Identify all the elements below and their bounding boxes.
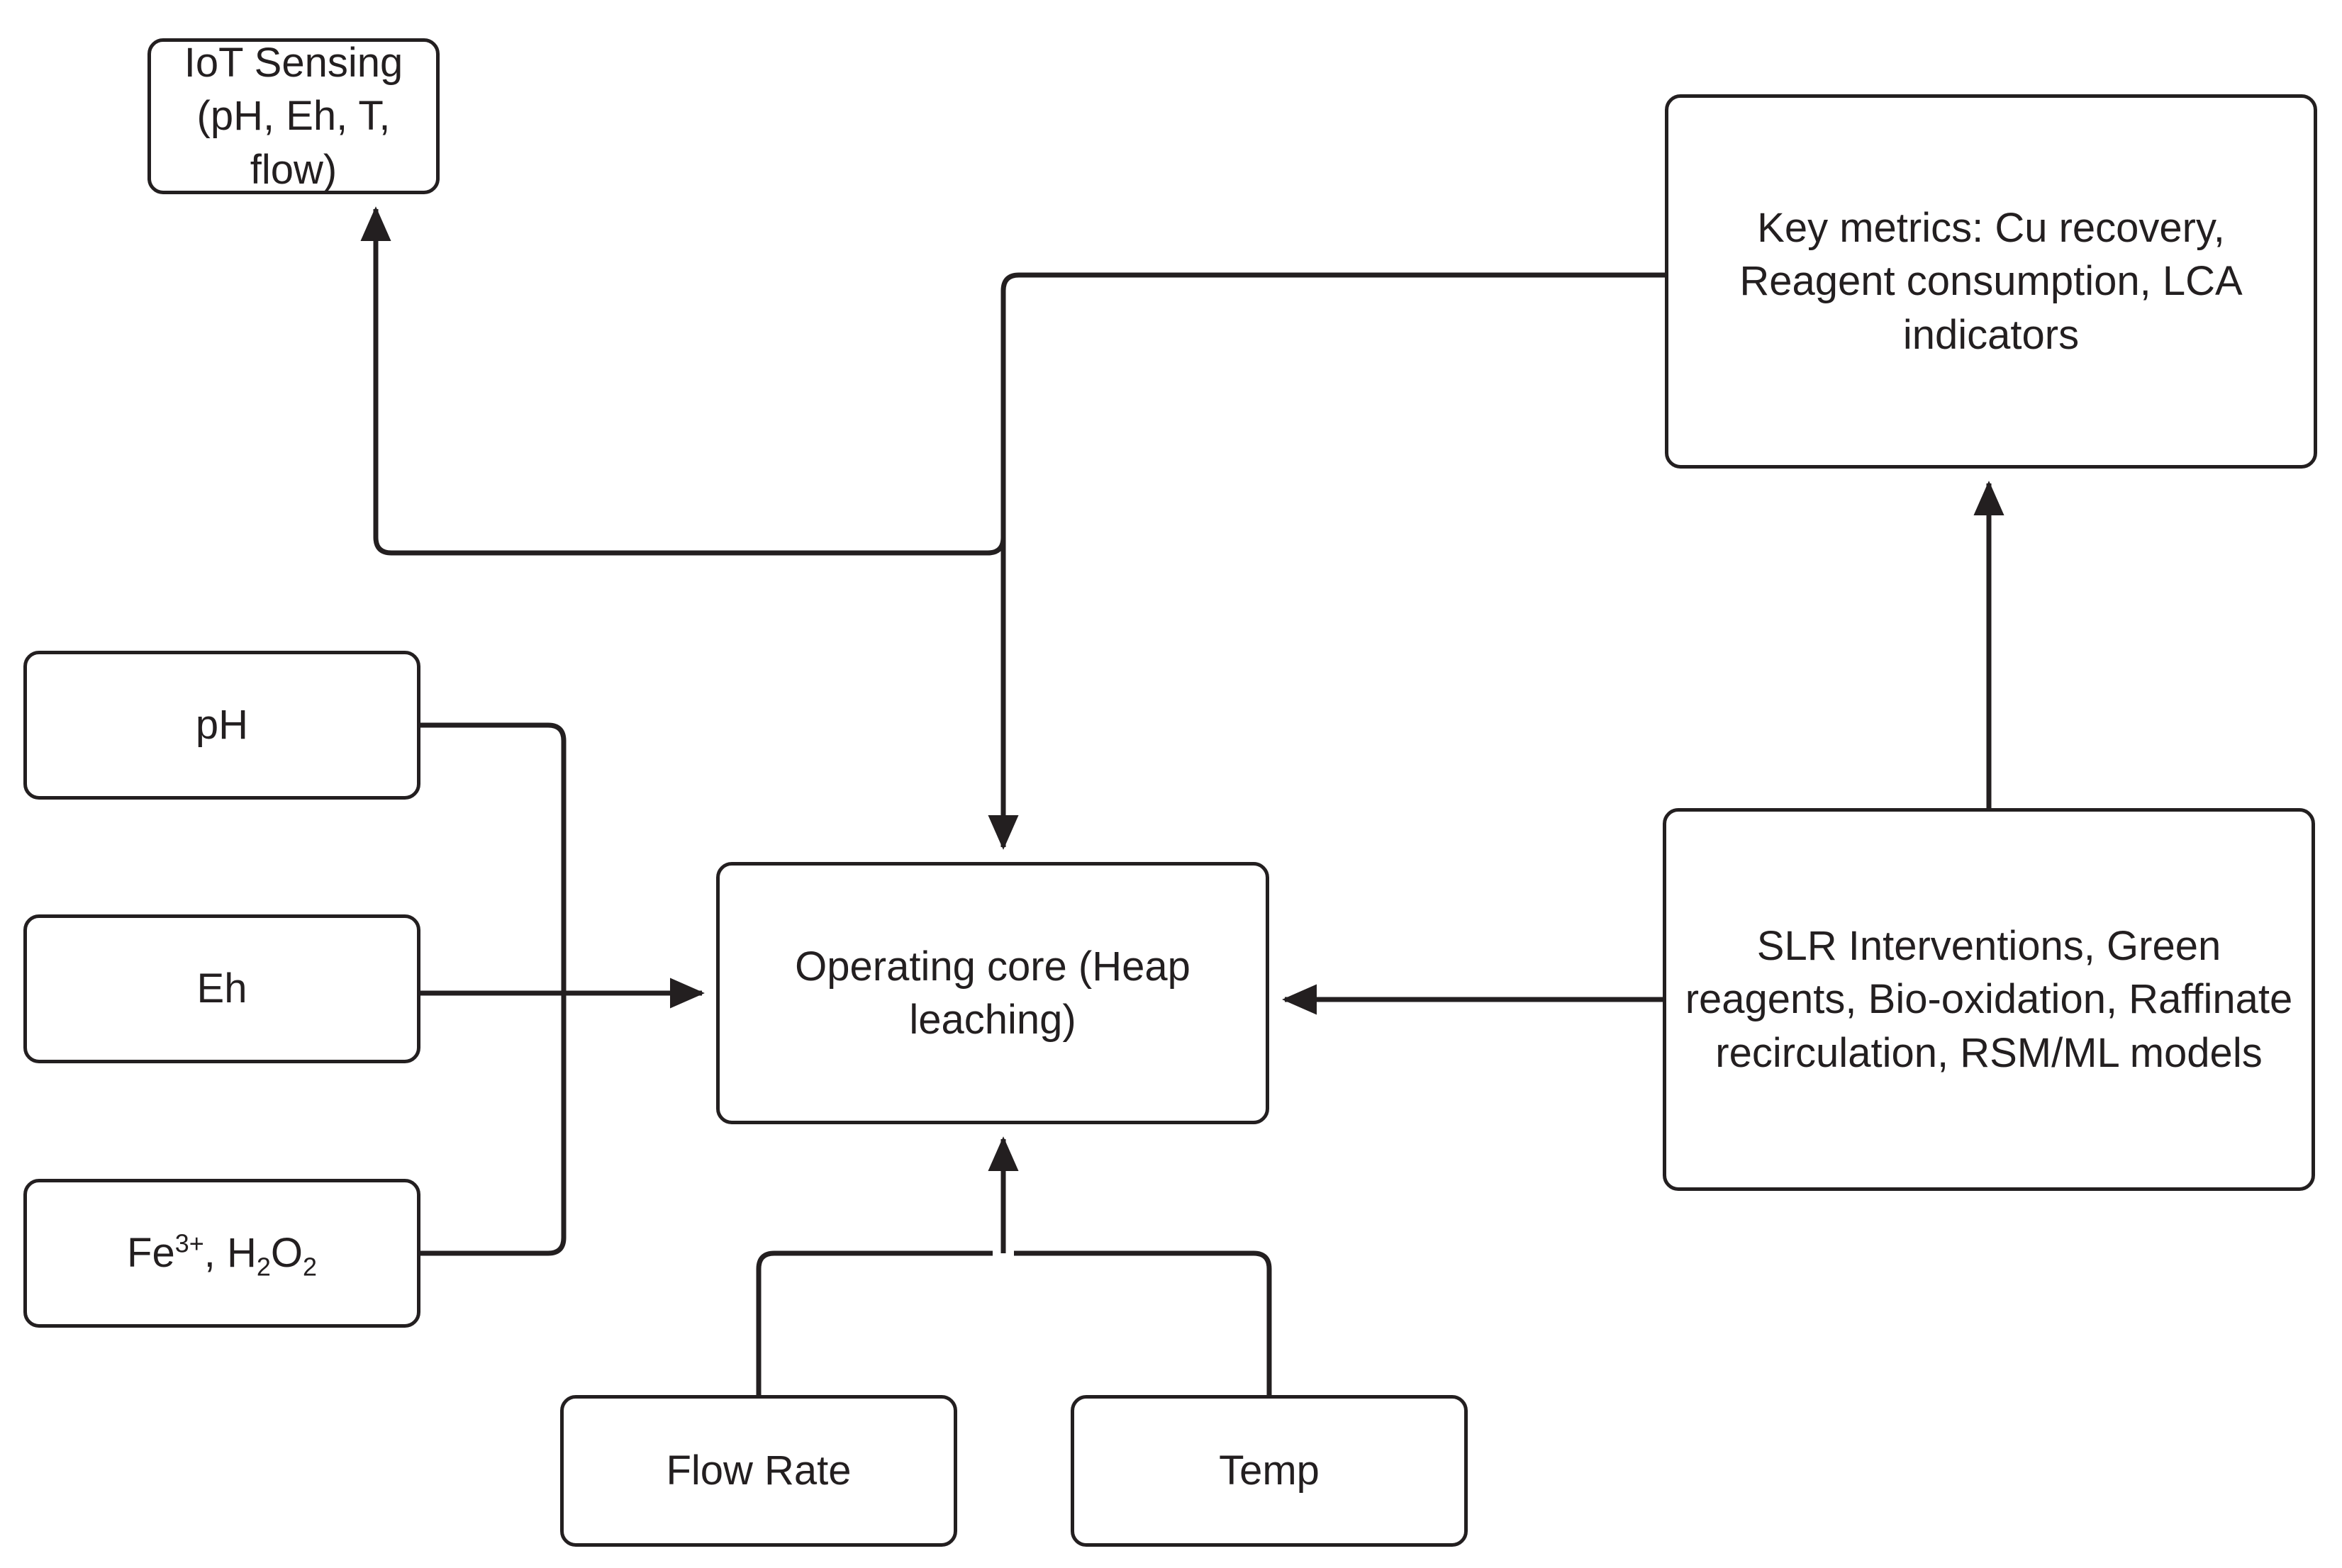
node-ph-label: pH <box>195 702 249 749</box>
h2o2-sub-o: 2 <box>302 1252 317 1282</box>
edge-temp-to-operating-core <box>1014 1250 1272 1395</box>
edge-key-metrics-to-iot-sensing <box>360 206 1006 556</box>
node-iot-sensing[interactable]: IoT Sensing (pH, Eh, T, flow) <box>147 38 440 194</box>
edge-ph-to-operating-core <box>420 722 567 993</box>
node-key-metrics-label: Key metrics: Cu recovery, Reagent consum… <box>1739 204 2243 358</box>
node-temp[interactable]: Temp <box>1071 1395 1468 1547</box>
node-slr-interventions-label: SLR Interventions, Green reagents, Bio-o… <box>1685 922 2293 1076</box>
fe-charge: 3+ <box>174 1228 204 1258</box>
node-operating-core-label: Operating core (Heap leaching) <box>795 943 1190 1043</box>
node-iot-sensing-label: IoT Sensing (pH, Eh, T, flow) <box>184 39 403 193</box>
node-flow-rate[interactable]: Flow Rate <box>560 1395 957 1547</box>
node-ph[interactable]: pH <box>23 651 420 800</box>
h2o2-sub-h: 2 <box>256 1252 271 1282</box>
node-flow-rate-label: Flow Rate <box>666 1447 852 1494</box>
h2o2-o: O <box>270 1230 303 1277</box>
node-eh[interactable]: Eh <box>23 914 420 1063</box>
fe-symbol: Fe <box>127 1230 175 1277</box>
node-key-metrics[interactable]: Key metrics: Cu recovery, Reagent consum… <box>1665 94 2317 469</box>
node-temp-label: Temp <box>1219 1447 1320 1494</box>
node-fe-h2o2[interactable]: Fe3+, H2O2 <box>23 1179 420 1328</box>
edge-fe-h2o2-to-operating-core <box>420 993 567 1256</box>
node-eh-label: Eh <box>196 965 247 1012</box>
edge-key-metrics-to-operating-core <box>988 272 1665 850</box>
node-operating-core[interactable]: Operating core (Heap leaching) <box>716 862 1269 1124</box>
node-fe-h2o2-label: Fe3+, H2O2 <box>45 1226 398 1279</box>
h2o2-separator: , H <box>203 1230 257 1277</box>
node-slr-interventions[interactable]: SLR Interventions, Green reagents, Bio-o… <box>1663 808 2315 1191</box>
edge-flow-rate-to-operating-core <box>756 1250 993 1395</box>
